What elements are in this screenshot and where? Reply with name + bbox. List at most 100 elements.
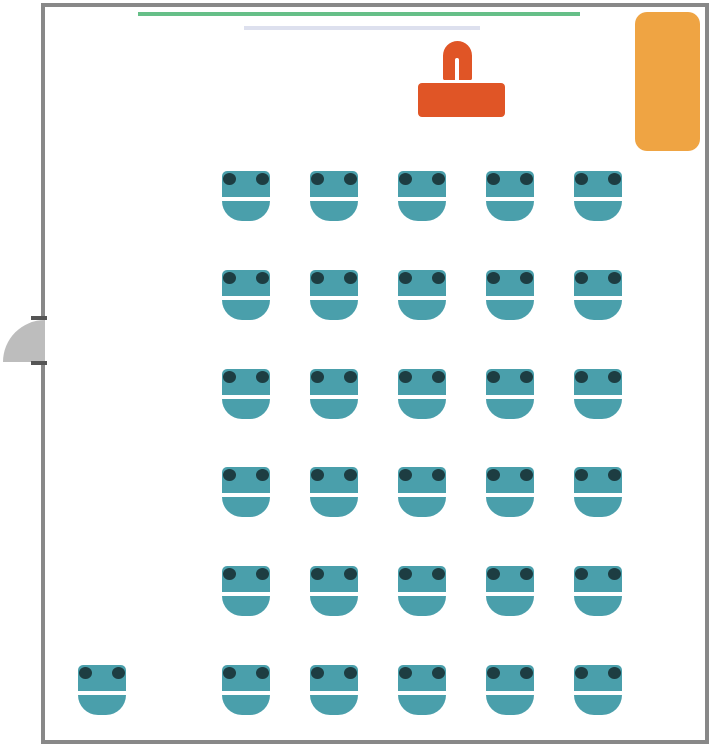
desk-top	[486, 369, 534, 395]
desk-seat	[310, 596, 358, 616]
door-hinge	[31, 361, 47, 365]
projector-screen[interactable]	[244, 26, 480, 30]
desk-top	[398, 270, 446, 296]
desk-knob	[520, 173, 533, 185]
student-desk[interactable]	[398, 270, 446, 320]
desk-seat	[222, 497, 270, 517]
desk-knob	[487, 469, 500, 481]
desk-top	[310, 270, 358, 296]
desk-seat	[486, 201, 534, 221]
student-desk[interactable]	[222, 171, 270, 221]
cabinet[interactable]	[635, 12, 700, 151]
desk-knob	[608, 667, 621, 679]
desk-seat	[486, 497, 534, 517]
desk-knob	[520, 371, 533, 383]
student-desk[interactable]	[574, 566, 622, 616]
desk-knob	[256, 371, 269, 383]
desk-top	[310, 171, 358, 197]
student-desk[interactable]	[398, 467, 446, 517]
student-desk[interactable]	[486, 467, 534, 517]
student-desk[interactable]	[486, 566, 534, 616]
student-desk[interactable]	[486, 270, 534, 320]
desk-seat	[398, 596, 446, 616]
teacher-desk[interactable]	[418, 83, 505, 117]
desk-seat	[310, 201, 358, 221]
desk-top	[222, 171, 270, 197]
desk-knob	[575, 371, 588, 383]
desk-knob	[575, 469, 588, 481]
student-desk[interactable]	[222, 369, 270, 419]
desk-knob	[520, 469, 533, 481]
desk-seat	[486, 695, 534, 715]
student-desk[interactable]	[398, 171, 446, 221]
student-desk[interactable]	[486, 171, 534, 221]
student-desk[interactable]	[574, 171, 622, 221]
teacher-chair[interactable]	[443, 41, 472, 82]
student-desk[interactable]	[222, 467, 270, 517]
desk-top	[398, 369, 446, 395]
desk-knob	[608, 371, 621, 383]
desk-knob	[223, 568, 236, 580]
student-desk[interactable]	[574, 270, 622, 320]
student-desk[interactable]	[486, 369, 534, 419]
desk-top	[398, 171, 446, 197]
desk-top	[486, 171, 534, 197]
desk-seat	[78, 695, 126, 715]
desk-knob	[520, 667, 533, 679]
desk-top	[398, 566, 446, 592]
desk-knob	[432, 667, 445, 679]
desk-knob	[223, 469, 236, 481]
desk-knob	[399, 371, 412, 383]
student-desk[interactable]	[310, 270, 358, 320]
desk-seat	[574, 596, 622, 616]
student-desk[interactable]	[310, 566, 358, 616]
desk-knob	[344, 667, 357, 679]
desk-knob	[487, 667, 500, 679]
student-desk[interactable]	[310, 369, 358, 419]
student-desk[interactable]	[222, 270, 270, 320]
desk-knob	[223, 173, 236, 185]
desk-seat	[222, 596, 270, 616]
desk-top	[310, 369, 358, 395]
desk-seat	[222, 695, 270, 715]
desk-knob	[575, 568, 588, 580]
desk-top	[574, 566, 622, 592]
desk-seat	[398, 497, 446, 517]
desk-top	[310, 665, 358, 691]
student-desk[interactable]	[222, 665, 270, 715]
door[interactable]	[3, 320, 45, 362]
desk-knob	[344, 469, 357, 481]
desk-knob	[344, 173, 357, 185]
desk-knob	[432, 568, 445, 580]
student-desk[interactable]	[486, 665, 534, 715]
desk-knob	[575, 667, 588, 679]
desk-knob	[79, 667, 92, 679]
desk-top	[486, 566, 534, 592]
student-desk[interactable]	[398, 369, 446, 419]
desk-knob	[311, 469, 324, 481]
desk-seat	[486, 300, 534, 320]
student-desk[interactable]	[574, 467, 622, 517]
student-desk[interactable]	[310, 665, 358, 715]
desk-top	[574, 171, 622, 197]
student-desk[interactable]	[398, 665, 446, 715]
student-desk[interactable]	[398, 566, 446, 616]
desk-knob	[520, 568, 533, 580]
desk-seat	[398, 201, 446, 221]
desk-top	[486, 665, 534, 691]
desk-knob	[256, 272, 269, 284]
student-desk[interactable]	[78, 665, 126, 715]
desk-knob	[608, 568, 621, 580]
student-desk[interactable]	[310, 171, 358, 221]
desk-seat	[398, 399, 446, 419]
desk-knob	[112, 667, 125, 679]
desk-knob	[399, 272, 412, 284]
whiteboard[interactable]	[138, 12, 580, 16]
student-desk[interactable]	[574, 369, 622, 419]
desk-knob	[223, 371, 236, 383]
student-desk[interactable]	[310, 467, 358, 517]
student-desk[interactable]	[574, 665, 622, 715]
desk-seat	[310, 497, 358, 517]
desk-seat	[398, 695, 446, 715]
student-desk[interactable]	[222, 566, 270, 616]
